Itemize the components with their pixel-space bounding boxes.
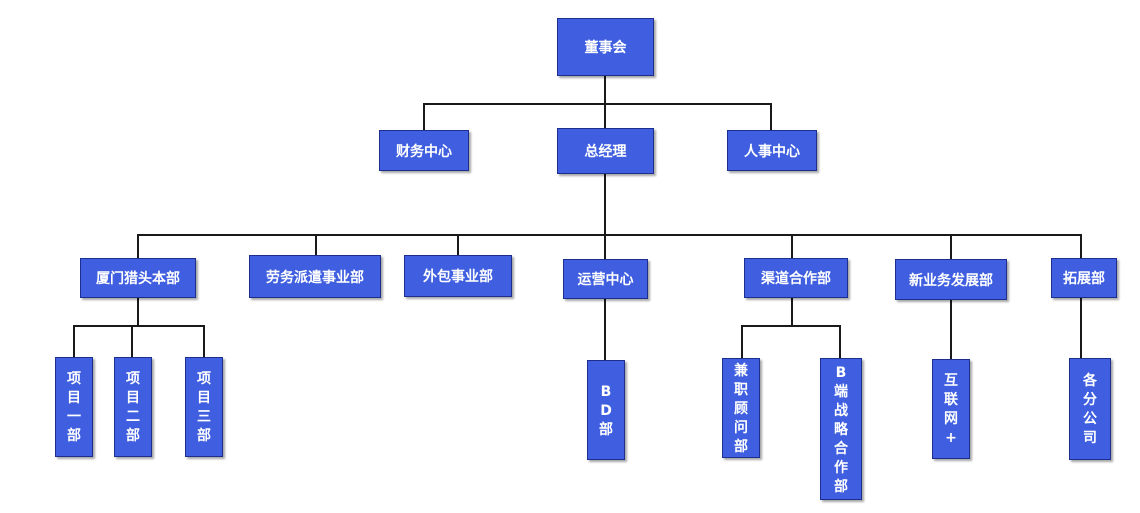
sub-unit-node: 项目三部 bbox=[185, 357, 223, 457]
sub-unit-node: 各分公司 bbox=[1069, 358, 1111, 460]
connector bbox=[604, 299, 606, 360]
department-node: 厦门猎头本部 bbox=[80, 258, 196, 298]
connector bbox=[741, 325, 743, 358]
connector bbox=[315, 234, 317, 255]
department-node: 渠道合作部 bbox=[744, 258, 848, 298]
sub-unit-node: 项目一部 bbox=[55, 357, 93, 457]
connector bbox=[457, 234, 459, 255]
department-node: 外包事业部 bbox=[404, 255, 512, 297]
connector bbox=[73, 325, 75, 357]
connector bbox=[423, 103, 772, 105]
general-manager-node: 总经理 bbox=[557, 128, 654, 174]
connector bbox=[950, 234, 952, 259]
connector bbox=[131, 325, 133, 357]
connector bbox=[839, 325, 841, 358]
department-node: 拓展部 bbox=[1051, 258, 1117, 298]
hr-center-node: 人事中心 bbox=[727, 130, 817, 171]
connector bbox=[950, 300, 952, 359]
department-node: 运营中心 bbox=[563, 259, 648, 299]
connector bbox=[791, 234, 793, 258]
connector bbox=[791, 298, 793, 326]
connector bbox=[137, 298, 139, 326]
board-node: 董事会 bbox=[557, 18, 654, 76]
connector bbox=[604, 234, 606, 259]
connector bbox=[137, 234, 1082, 236]
connector bbox=[73, 325, 205, 327]
finance-center-node: 财务中心 bbox=[379, 130, 469, 171]
sub-unit-node: 项目二部 bbox=[114, 357, 152, 457]
connector bbox=[137, 234, 139, 258]
connector bbox=[604, 76, 606, 104]
connector bbox=[203, 325, 205, 357]
department-node: 新业务发展部 bbox=[895, 259, 1007, 300]
sub-unit-node: 兼职顾问部 bbox=[722, 358, 760, 458]
connector bbox=[1080, 298, 1082, 358]
sub-unit-node: 互联网+ bbox=[932, 359, 970, 459]
department-node: 劳务派遣事业部 bbox=[249, 255, 381, 298]
connector bbox=[770, 103, 772, 130]
connector bbox=[604, 174, 606, 235]
connector bbox=[604, 103, 606, 128]
connector bbox=[1080, 234, 1082, 258]
connector bbox=[423, 103, 425, 130]
connector bbox=[741, 325, 841, 327]
